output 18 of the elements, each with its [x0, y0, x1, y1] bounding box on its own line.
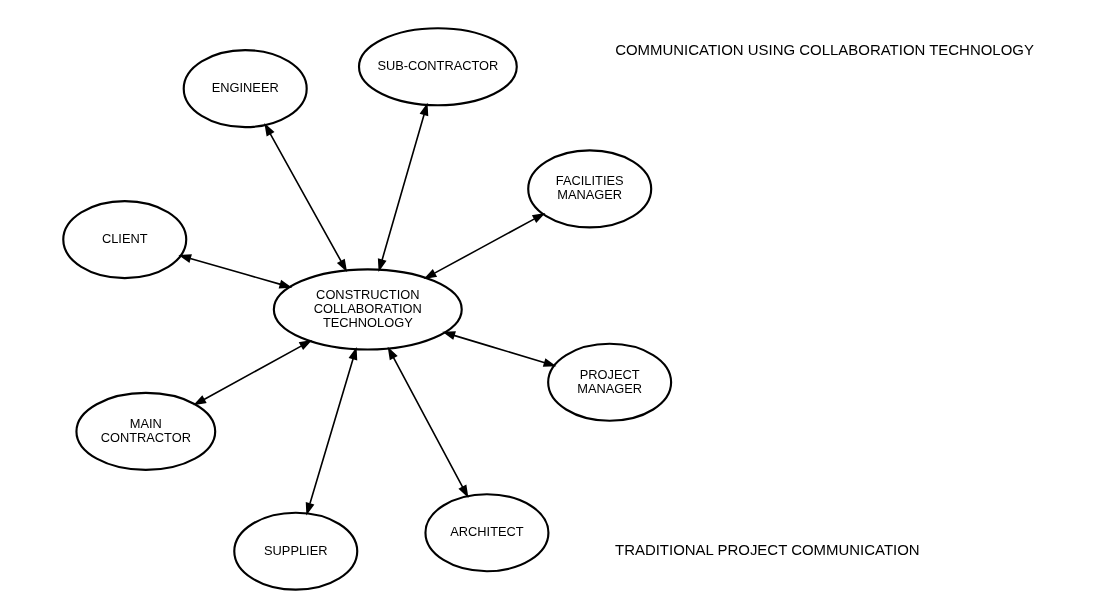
label: TRADITIONAL PROJECT COMMUNICATION	[614, 541, 920, 559]
node-ellipse: MAIN CONTRACTOR	[74, 391, 216, 471]
node-ellipse: ARCHITECT	[423, 493, 549, 573]
arrow	[387, 346, 468, 499]
label: COMMUNICATION USING COLLABORATION TECHNOLOGY	[614, 40, 1034, 58]
node-ellipse: PROJECT MANAGER	[546, 342, 672, 422]
arrow	[423, 213, 545, 280]
node-ellipse: SUPPLIER	[232, 511, 358, 591]
node-ellipse: ENGINEER	[182, 49, 308, 129]
arrow	[305, 347, 357, 516]
arrow	[377, 102, 428, 272]
arrow	[177, 254, 292, 289]
node-ellipse: SUB-CONTRACTOR	[357, 27, 518, 107]
arrow	[192, 340, 312, 406]
node-ellipse: FACILITIES MANAGER	[526, 149, 652, 229]
node-ellipse: CLIENT	[61, 200, 187, 280]
arrow	[441, 331, 556, 367]
arrow	[263, 123, 347, 273]
